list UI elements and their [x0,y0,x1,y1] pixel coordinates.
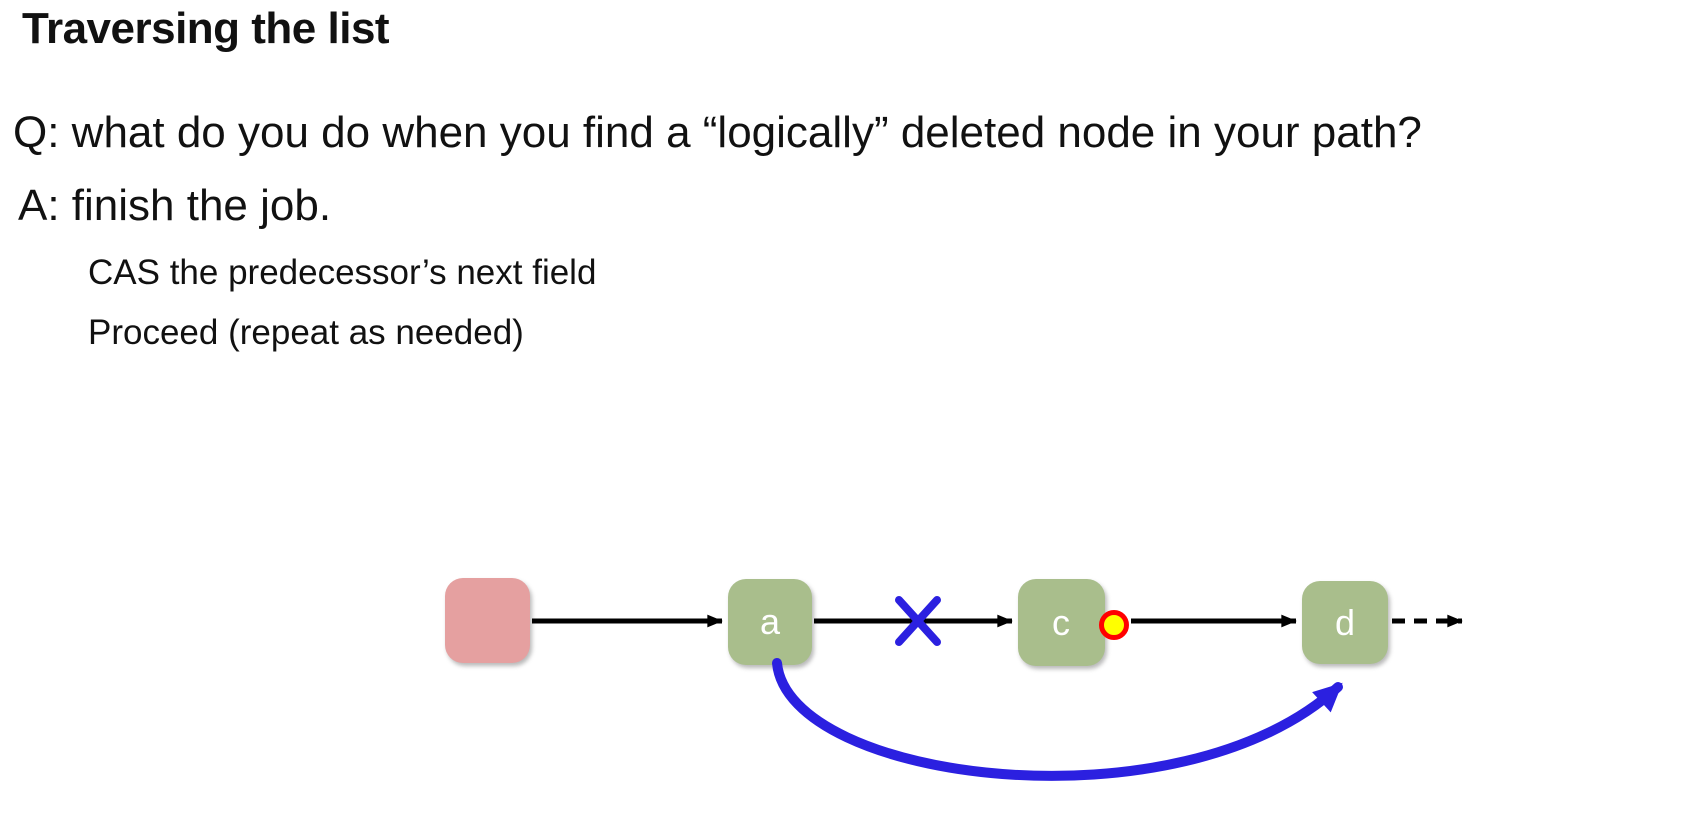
answer-line: A: finish the job. [18,181,332,230]
node-c-label: c [1052,602,1070,643]
node-d: d [1302,581,1388,664]
logically-deleted-marker-icon [1099,610,1129,640]
node-d-rect [1302,581,1388,664]
question-line: Q: what do you do when you find a “logic… [13,108,1422,157]
node-a: a [728,579,812,665]
cas-swing-arrow-icon [772,658,1343,781]
node-d-label: d [1335,602,1355,643]
step-cas-line: CAS the predecessor’s next field [88,253,597,292]
node-c-rect [1018,579,1105,666]
x-stroke-2 [895,596,941,646]
node-a-label: a [760,601,781,642]
head-node-rect [445,578,530,663]
step-proceed-line: Proceed (repeat as needed) [88,313,524,352]
head-node [445,578,530,663]
node-a-rect [728,579,812,665]
x-deleted-link-icon [895,596,941,646]
slide-title: Traversing the list [22,4,390,53]
node-c: c [1018,579,1105,666]
